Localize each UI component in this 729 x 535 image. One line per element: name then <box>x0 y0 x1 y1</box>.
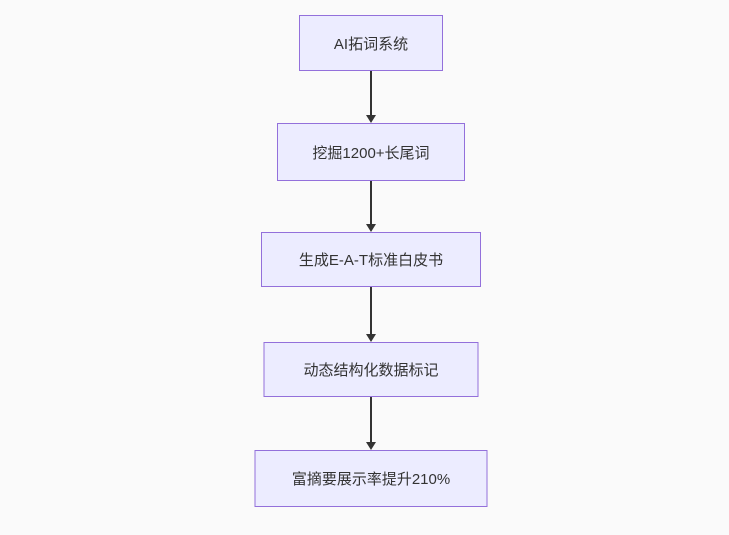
arrowhead-down-icon <box>366 224 376 232</box>
flow-arrow-2 <box>366 181 376 232</box>
flowchart-node-ai-word-expansion-system: AI拓词系统 <box>299 15 443 71</box>
flowchart-node-rich-snippet-rate-increase: 富摘要展示率提升210% <box>254 450 488 507</box>
arrowhead-down-icon <box>366 334 376 342</box>
arrow-line <box>370 181 372 225</box>
arrowhead-down-icon <box>366 442 376 450</box>
flow-arrow-3 <box>366 287 376 342</box>
flowchart-node-generate-eat-whitepaper: 生成E-A-T标准白皮书 <box>261 232 481 287</box>
flowchart-node-dynamic-structured-data-markup: 动态结构化数据标记 <box>263 342 479 397</box>
flow-arrow-1 <box>366 71 376 123</box>
arrow-line <box>370 71 372 116</box>
flow-arrow-4 <box>366 397 376 450</box>
arrowhead-down-icon <box>366 115 376 123</box>
flowchart-node-mine-longtail-keywords: 挖掘1200+长尾词 <box>277 123 465 181</box>
arrow-line <box>370 397 372 443</box>
arrow-line <box>370 287 372 335</box>
